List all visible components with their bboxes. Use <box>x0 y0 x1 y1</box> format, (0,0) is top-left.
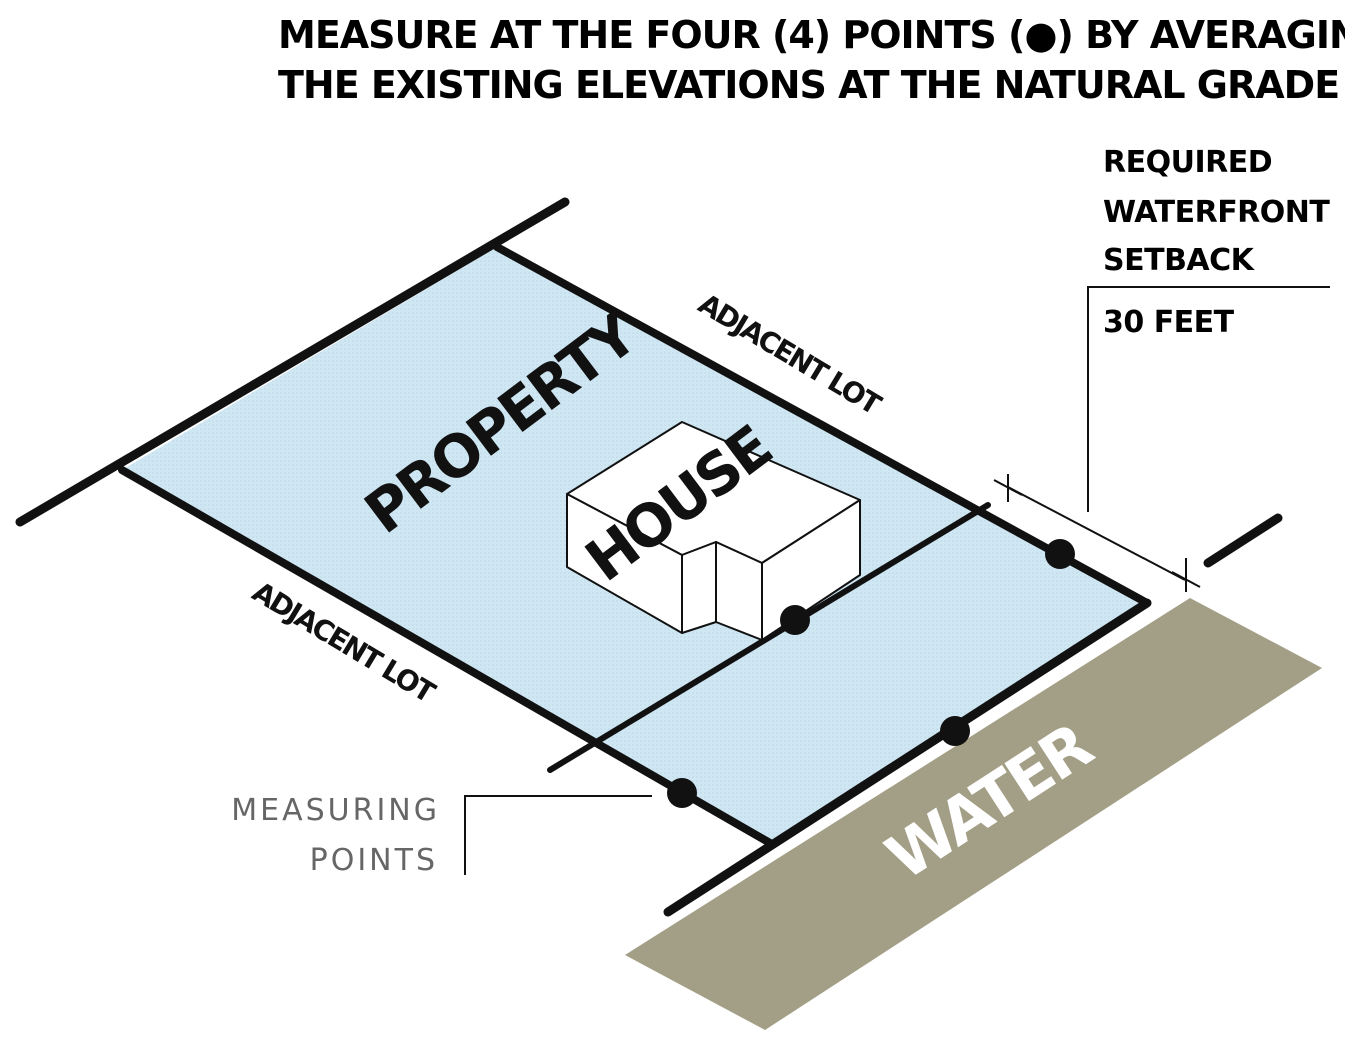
measuring-point-4 <box>667 778 697 808</box>
setback-line-1: REQUIRED <box>1103 145 1272 180</box>
lot-line-side-bottom <box>118 466 774 847</box>
lot-line-side-top <box>493 243 1151 607</box>
measuring-leader <box>464 795 652 875</box>
shoreline-extension <box>1203 513 1283 568</box>
caption-line-1: MEASURE AT THE FOUR (4) POINTS (●) BY AV… <box>278 13 1345 57</box>
setback-line <box>547 502 991 773</box>
shoreline <box>663 598 1152 917</box>
measuring-label-2: POINTS <box>310 843 438 878</box>
measuring-label-1: MEASURING <box>231 793 440 828</box>
house-right-wall <box>761 499 861 641</box>
caption-line-2: THE EXISTING ELEVATIONS AT THE NATURAL G… <box>278 63 1339 107</box>
lot-line-back <box>15 197 570 527</box>
house-notch-wall <box>681 541 717 634</box>
house <box>566 421 861 641</box>
setback-distance: 30 FEET <box>1103 305 1235 340</box>
dimension-cross-2 <box>1171 571 1201 588</box>
setback-line-3: SETBACK <box>1103 243 1256 278</box>
measuring-point-2 <box>780 605 810 635</box>
measuring-point-3 <box>940 716 970 746</box>
water-area <box>625 598 1322 1030</box>
setback-leader <box>1087 286 1330 512</box>
dimension-cross-1 <box>993 479 1023 496</box>
dimension-line <box>1007 486 1186 581</box>
setback-line-2: WATERFRONT <box>1103 195 1330 230</box>
measuring-point-1 <box>1045 539 1075 569</box>
